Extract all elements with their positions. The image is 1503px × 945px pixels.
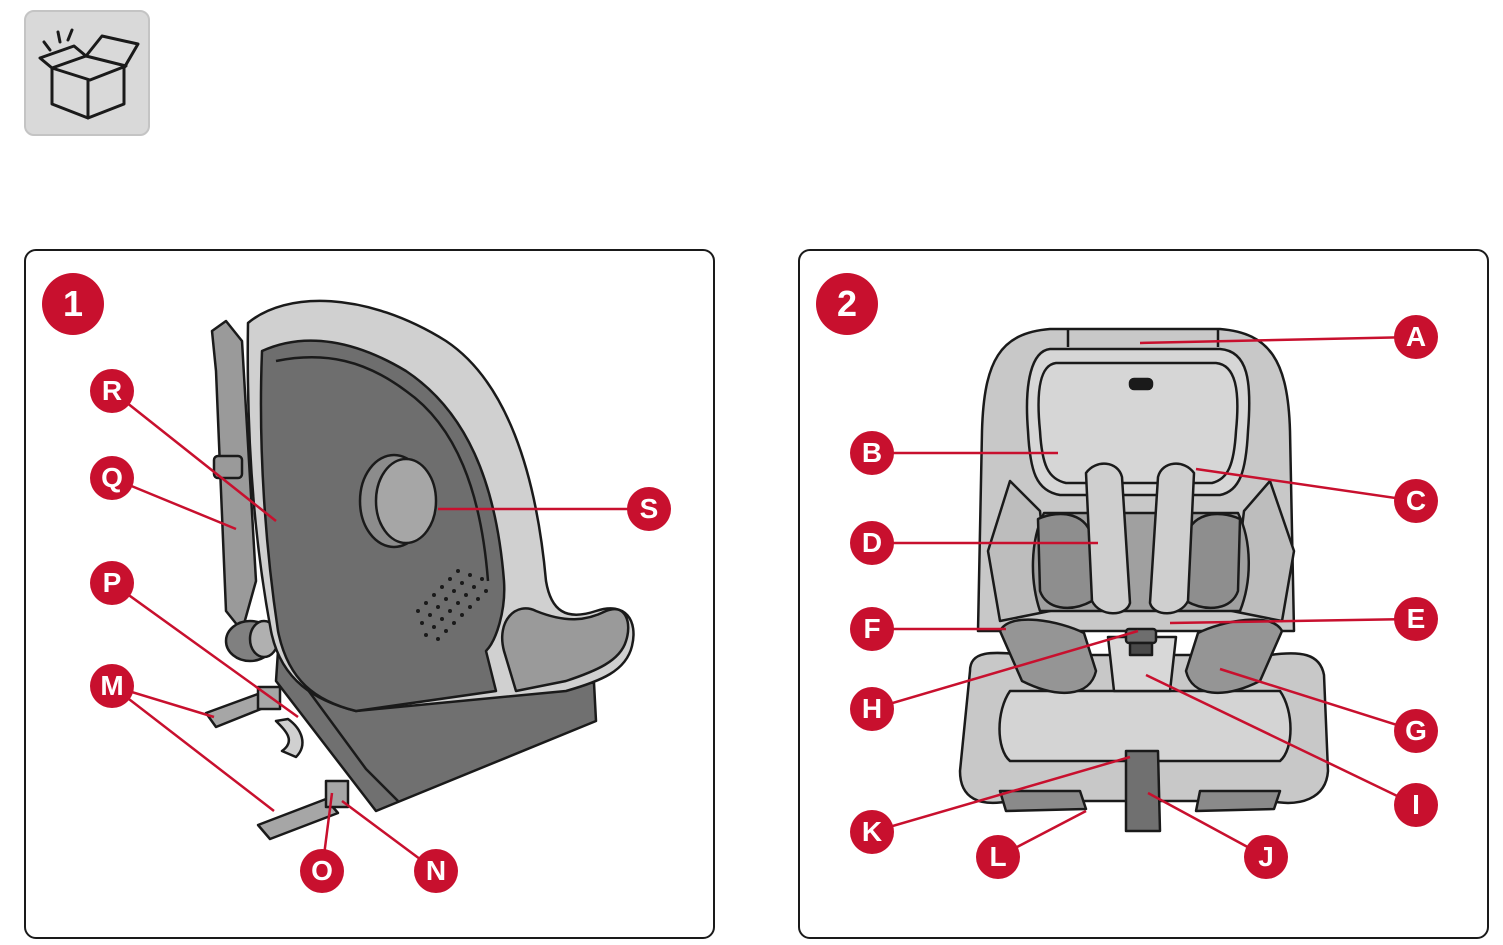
callout-m: M	[90, 664, 134, 708]
callout-s: S	[627, 487, 671, 531]
open-box-icon	[24, 10, 150, 136]
callout-q: Q	[90, 456, 134, 500]
callout-h: H	[850, 687, 894, 731]
figure-number-badge: 1	[42, 273, 104, 335]
callout-a: A	[1394, 315, 1438, 359]
callout-g: G	[1394, 709, 1438, 753]
callout-r: R	[90, 369, 134, 413]
callout-i: I	[1394, 783, 1438, 827]
callout-e: E	[1394, 597, 1438, 641]
car-seat-side-view	[111, 299, 649, 873]
figure-1-panel: 1 R Q P M O N S	[24, 249, 715, 939]
callout-c: C	[1394, 479, 1438, 523]
callout-p: P	[90, 561, 134, 605]
callout-d: D	[850, 521, 894, 565]
leader-lines	[871, 335, 1417, 859]
callout-k: K	[850, 810, 894, 854]
callout-b: B	[850, 431, 894, 475]
callout-o: O	[300, 849, 344, 893]
callout-j: J	[1244, 835, 1288, 879]
callout-f: F	[850, 607, 894, 651]
figure-number-badge: 2	[816, 273, 878, 335]
leader-lines	[111, 390, 649, 873]
callout-n: N	[414, 849, 458, 893]
car-seat-front-view	[871, 327, 1417, 859]
figure-2-panel: 2 A B C D E F G H I J K L	[798, 249, 1489, 939]
speaker-grille	[416, 569, 488, 641]
callout-l: L	[976, 835, 1020, 879]
